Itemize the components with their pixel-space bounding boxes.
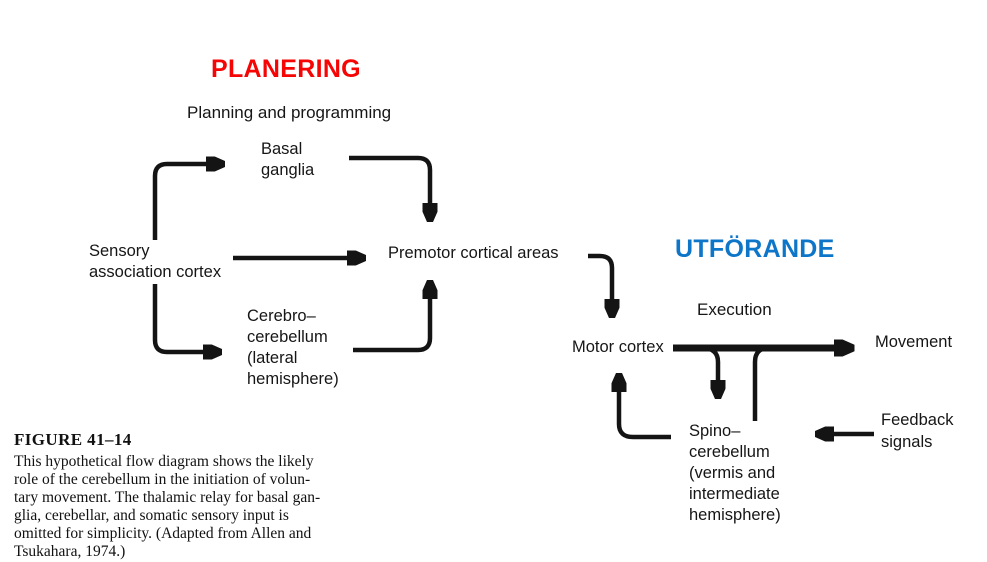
arrow-branch-to-spinocerebellum [701, 345, 718, 395]
arrow-sensory-to-cerebrocerebellum [152, 284, 218, 352]
execution-heading-swedish: UTFÖRANDE [675, 235, 835, 263]
node-movement: Movement [875, 333, 953, 351]
arrow-cerebrocerebellum-to-premotor [353, 284, 430, 353]
arrow-premotor-to-motor-cortex [588, 253, 612, 314]
node-sensory-association-cortex: Sensory association cortex [89, 242, 222, 281]
planning-heading-swedish: PLANERING [211, 55, 361, 83]
stage-label-execution: Execution [697, 300, 772, 319]
figure-caption-body: This hypothetical flow diagram shows the… [14, 453, 321, 560]
figure-caption: FIGURE 41–14 This hypothetical flow diag… [14, 430, 359, 561]
figure-caption-title: FIGURE 41–14 [14, 430, 132, 449]
node-feedback-signals: Feedback signals [881, 411, 954, 451]
arrow-spinocerebellum-to-motor-cortex [619, 377, 671, 440]
node-premotor-cortical-areas: Premotor cortical areas [388, 244, 559, 262]
node-motor-cortex: Motor cortex [572, 338, 664, 356]
arrow-sensory-to-basal-ganglia [152, 164, 221, 240]
node-spinocerebellum: Spino– cerebellum (vermis and intermedia… [689, 422, 781, 524]
stage-label-planning: Planning and programming [187, 103, 392, 122]
node-basal-ganglia: Basal ganglia [261, 140, 315, 179]
arrow-basal-ganglia-to-premotor [349, 155, 430, 218]
line-spinocerebellum-to-output-pathway [752, 345, 770, 421]
node-cerebrocerebellum: Cerebro– cerebellum (lateral hemisphere) [247, 307, 339, 388]
